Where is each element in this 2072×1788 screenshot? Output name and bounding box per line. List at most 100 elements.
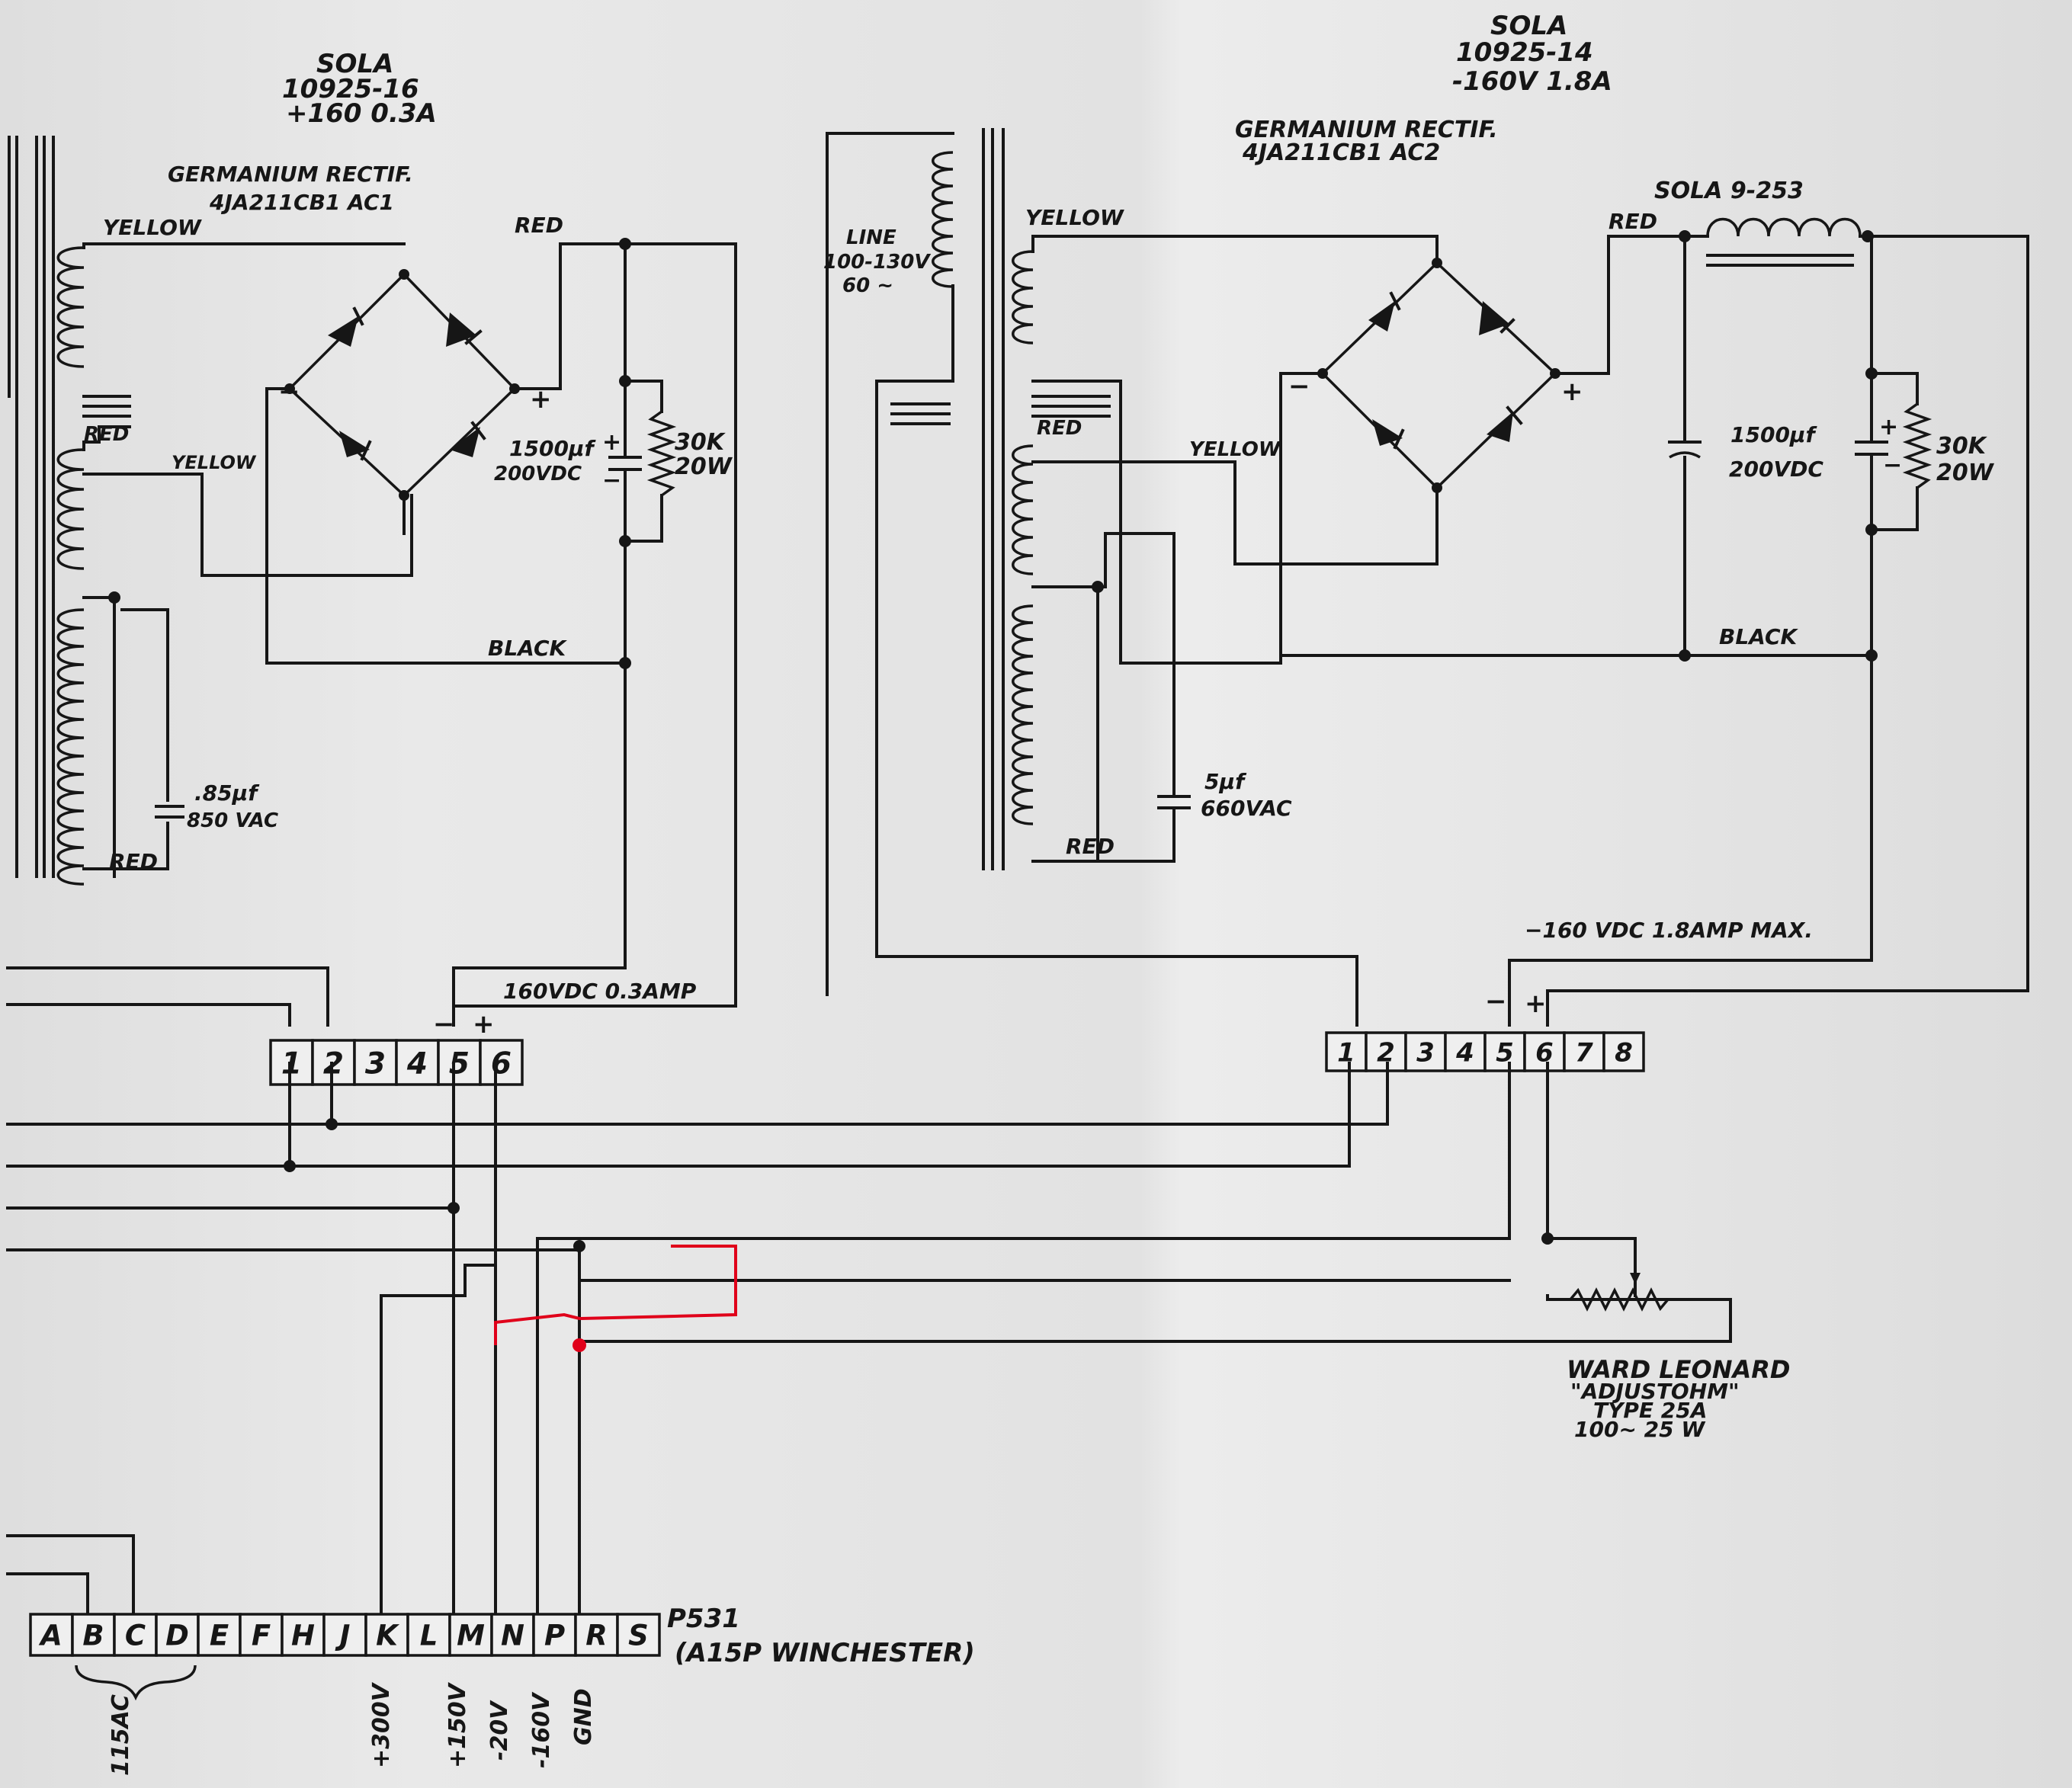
line-transformer: [826, 128, 1358, 1027]
ac-brace: [75, 1665, 197, 1701]
pin-label-m: +150V: [444, 1681, 471, 1768]
rheostat-line-3: TYPE 25A: [1593, 1398, 1707, 1423]
connector-pin-label-a: A: [38, 1620, 63, 1652]
right-bridge-rectifier: [1279, 235, 1873, 665]
left-wire-black: BLACK: [488, 636, 568, 661]
left-bridge-minus: −: [278, 377, 300, 407]
connector-pin-label-h: H: [291, 1620, 315, 1652]
bus-wires: [6, 966, 1732, 1621]
right-cap-plus: +: [1879, 414, 1898, 441]
left-bridge-rectifier: [200, 242, 737, 1027]
connector-pin-cell-j: [322, 1613, 367, 1657]
left-wire-red-mid: RED: [84, 423, 129, 446]
left-res-label-1: 30K: [675, 429, 726, 456]
connector-pin-cell-c: [113, 1613, 158, 1657]
line-label-2: 100-130V: [823, 251, 931, 274]
terminal-right-cell-8: [1602, 1031, 1645, 1072]
right-cap-minus: −: [1883, 452, 1902, 479]
connector-pin-label-r: R: [585, 1620, 608, 1652]
terminal-right-cell-3: [1404, 1031, 1447, 1072]
right-wire-yellow-top: YELLOW: [1025, 205, 1124, 230]
left-bridge-plus: +: [530, 384, 552, 415]
red-annotation: [494, 1245, 737, 1352]
left-cap-label-2: 200VDC: [494, 463, 582, 485]
left-cap-label-1: 1500μf: [509, 436, 597, 461]
pin-label-r: GND: [570, 1688, 597, 1745]
connector-pin-label-s: S: [628, 1620, 649, 1652]
right-transformer-rating: -160V 1.8A: [1452, 66, 1612, 97]
choke-label: SOLA 9-253: [1654, 178, 1804, 204]
pin-label-p: -160V: [528, 1691, 555, 1768]
pin-label-n: -20V: [486, 1700, 513, 1761]
connector-pin-label-c: C: [125, 1620, 146, 1652]
left-cap2-label-2: 850 VAC: [187, 809, 278, 832]
terminal-right-label-6: 6: [1535, 1038, 1554, 1069]
left-cap-plus: +: [602, 429, 621, 456]
rheostat-line-4: 100~ 25 W: [1574, 1417, 1705, 1442]
right-output-label: −160 VDC 1.8AMP MAX.: [1525, 918, 1813, 943]
right-term-plus: +: [1525, 989, 1547, 1019]
pin-label-k: +300V: [368, 1681, 395, 1768]
terminal-right-label-1: 1: [1337, 1038, 1355, 1069]
connector-pin-cell-e: [197, 1613, 242, 1657]
connector-pin-cell-s: [616, 1613, 661, 1657]
terminal-right-cell-5: [1483, 1031, 1526, 1072]
terminal-left-label-3: 3: [365, 1047, 386, 1081]
left-wire-yellow-mid: YELLOW: [172, 452, 257, 473]
left-cap2-label-1: .85μf: [194, 780, 260, 806]
terminal-right-label-3: 3: [1416, 1038, 1435, 1069]
right-res-label-1: 30K: [1936, 433, 1988, 460]
left-term-minus: −: [433, 1009, 455, 1040]
connector-pin-label-p: P: [544, 1620, 565, 1652]
right-transformer: [1012, 235, 1439, 863]
right-wire-red-out: RED: [1609, 209, 1657, 234]
rheostat-line-1: WARD LEONARD: [1567, 1355, 1790, 1384]
terminal-left-label-1: 1: [281, 1047, 302, 1081]
terminal-left-cell-6: [479, 1039, 524, 1086]
connector-pin-label-l: L: [420, 1620, 438, 1652]
left-transformer: [8, 136, 131, 886]
terminal-right-label-4: 4: [1455, 1038, 1474, 1069]
terminal-left-label-4: 4: [406, 1047, 428, 1081]
right-cap-label-1: 1500μf: [1730, 422, 1818, 447]
left-filter: [452, 238, 677, 1027]
right-rectifier-label-2: 4JA211CB1 AC2: [1242, 139, 1440, 166]
line-label-3: 60 ~: [842, 274, 893, 297]
connector-pin-label-k: K: [376, 1620, 399, 1652]
right-cap2-label-1: 5μf: [1204, 769, 1247, 794]
terminal-right-label-7: 7: [1575, 1038, 1593, 1069]
left-wiring: [82, 242, 413, 878]
rheostat-line-2: "ADJUSTOHM": [1570, 1379, 1740, 1404]
connector-pin-label-f: F: [252, 1620, 271, 1652]
terminal-right-label-2: 2: [1377, 1038, 1395, 1069]
right-wire-yellow-mid: YELLOW: [1189, 438, 1281, 461]
terminal-left-cell-5: [437, 1039, 482, 1086]
right-transformer-make: SOLA: [1490, 11, 1567, 41]
terminal-left-cell-4: [395, 1039, 440, 1086]
right-bridge-minus: −: [1288, 371, 1310, 402]
left-output-label: 160VDC 0.3AMP: [503, 979, 697, 1004]
left-wire-yellow-top: YELLOW: [103, 215, 202, 240]
left-rectifier-label-1: GERMANIUM RECTIF.: [168, 162, 413, 187]
right-bridge-plus: +: [1561, 377, 1583, 407]
right-cap2-label-2: 660VAC: [1201, 796, 1292, 821]
terminal-left-label-2: 2: [323, 1047, 344, 1081]
connector-pin-label-e: E: [210, 1620, 229, 1652]
left-wire-red-bottom: RED: [109, 849, 158, 874]
right-filter: [1508, 217, 2029, 1027]
connector-pin-cell-h: [281, 1613, 326, 1657]
right-wire-black: BLACK: [1719, 624, 1799, 649]
connector-pin-label-b: B: [82, 1620, 104, 1652]
terminal-right-label-5: 5: [1496, 1038, 1514, 1069]
terminal-right-cell-1: [1325, 1031, 1368, 1072]
terminal-right-label-8: 8: [1615, 1038, 1633, 1069]
right-transformer-part: 10925-14: [1456, 37, 1593, 68]
right-cap-label-2: 200VDC: [1729, 457, 1823, 482]
connector-name: P531: [667, 1604, 740, 1634]
line-label-1: LINE: [846, 226, 896, 249]
